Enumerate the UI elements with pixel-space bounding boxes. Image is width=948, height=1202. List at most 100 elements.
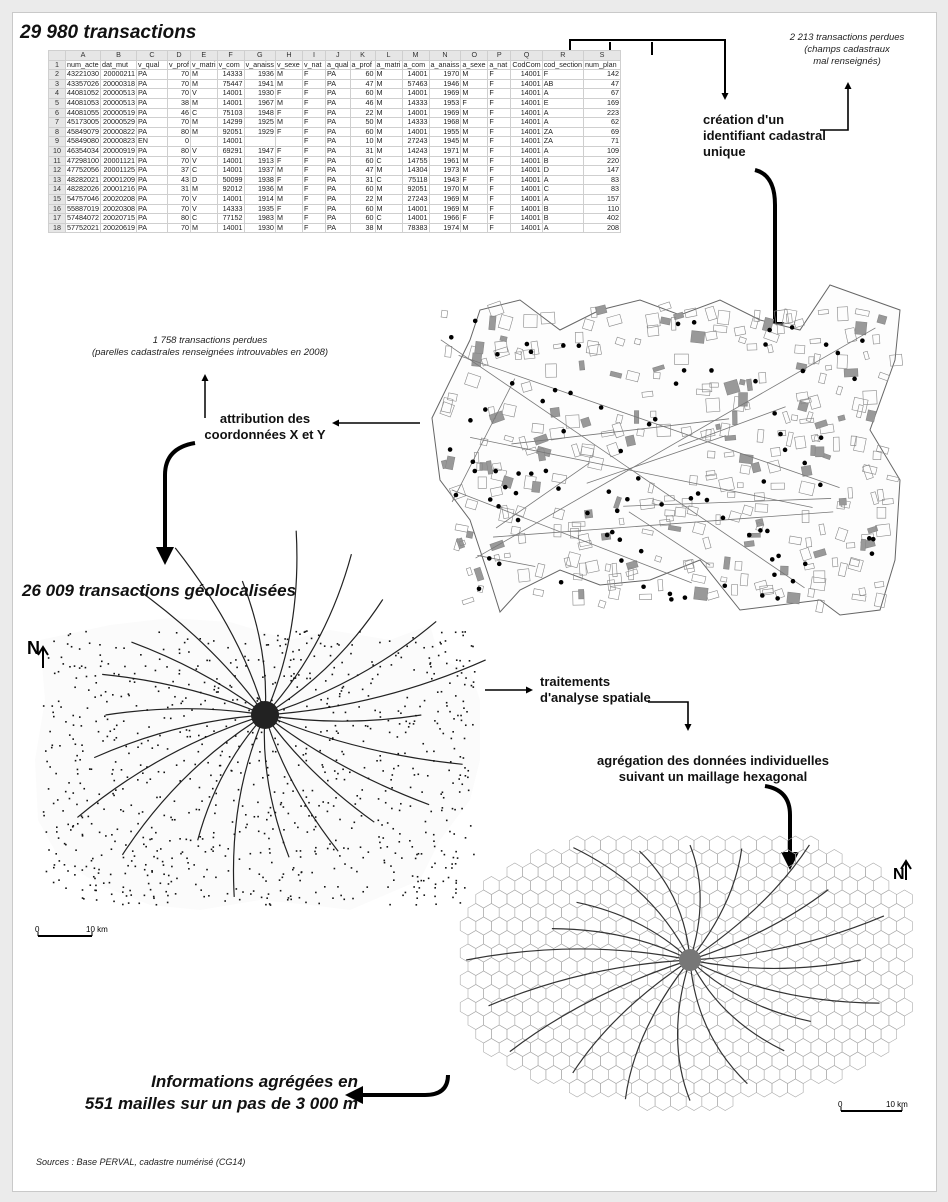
table-cell: PA [135,117,168,128]
hex-cell [553,1051,570,1071]
geolocated-point [47,657,50,659]
geolocated-point [473,671,476,673]
geolocated-point [437,710,439,713]
hex-cell [498,1038,516,1057]
geolocated-point [260,731,263,734]
geolocated-point [80,665,83,667]
city-cluster [251,701,279,729]
geolocated-point [335,797,337,799]
geolocated-point [253,815,256,818]
row-number: 16 [48,203,66,215]
table-cell: 69291 [216,145,245,157]
geolocated-point [107,663,110,665]
geolocated-point [159,734,161,737]
geolocated-point [292,658,295,661]
note-lost-parcels: 1 758 transactions perdues (parelles cad… [65,335,355,359]
geolocated-point [122,810,125,813]
geolocated-point [454,695,457,697]
road [689,844,701,961]
geolocated-point [65,721,67,723]
transaction-point [576,343,582,348]
transaction-point [496,561,502,567]
road [264,714,463,765]
geolocated-point [436,722,439,725]
geolocated-point [69,633,72,635]
hex-cell [467,1011,484,1030]
transaction-point [818,482,823,488]
geolocated-point [58,860,61,862]
table-cell: D [541,165,585,176]
geolocated-point [122,856,125,859]
hex-cell [732,1038,749,1057]
geolocated-point [440,850,443,852]
hex-cell [873,930,890,949]
table-cell: 70 [166,193,191,205]
road [121,714,266,856]
geolocated-point [213,730,215,732]
hex-cell [537,1051,554,1071]
transaction-point [528,349,534,355]
table-cell: 10 [349,136,376,147]
parcel [793,318,805,329]
title-line: Informations agrégées en [151,1072,358,1091]
parcel [477,476,487,489]
geolocated-point [384,801,387,804]
table-cell: PA [324,155,351,167]
geolocated-point [145,845,147,848]
geolocated-point [156,850,159,852]
geolocated-point [435,903,437,906]
geolocated-point [76,754,78,757]
table-cell: F [487,174,512,186]
table-cell: 1948 [243,107,276,119]
geolocated-point [51,744,54,747]
geolocated-point [56,831,58,833]
geolocated-point [113,672,115,675]
table-cell: M [460,117,489,128]
geolocated-point [315,891,317,894]
geolocated-point [419,705,421,708]
road [264,553,353,716]
table-cell: A [541,107,585,119]
geolocated-point [248,868,251,870]
geolocated-point [397,710,400,712]
geolocated-point [174,893,177,895]
geolocated-point [335,759,338,761]
table-cell: 14001 [510,155,543,167]
parcel [800,464,813,477]
hex-cell [530,849,547,868]
table-cell: F [487,107,512,119]
geolocated-point [240,772,242,774]
geolocated-point [87,815,90,818]
geolocated-point [52,881,55,884]
parcel [705,470,716,477]
hex-cell [553,862,570,882]
geolocated-point [334,724,337,727]
hex-cell [771,1051,788,1071]
transaction-point [775,596,780,601]
table-cell: 20000211 [99,69,137,80]
hex-cell [748,1011,765,1030]
hex-cell [631,1078,648,1098]
transaction-point [722,583,728,589]
geolocated-point [327,802,330,804]
parcel [739,573,749,587]
table-cell: 14243 [401,145,430,157]
hex-cell [483,984,500,1003]
parcel [517,568,531,583]
geolocated-point [347,847,349,850]
geolocated-point [281,876,284,879]
geolocated-point [273,666,276,669]
transaction-point [609,529,615,535]
table-cell: 46354034 [65,145,101,157]
hex-cell [818,1051,835,1071]
parcel [800,397,812,405]
transaction-point [561,343,566,348]
table-cell: 20001125 [99,165,137,176]
geolocated-point [455,888,457,890]
hex-cell [491,889,508,909]
table-cell: M [274,184,303,195]
geolocated-point [195,668,198,670]
table-cell: C [541,184,585,195]
hex-cell [647,835,664,855]
